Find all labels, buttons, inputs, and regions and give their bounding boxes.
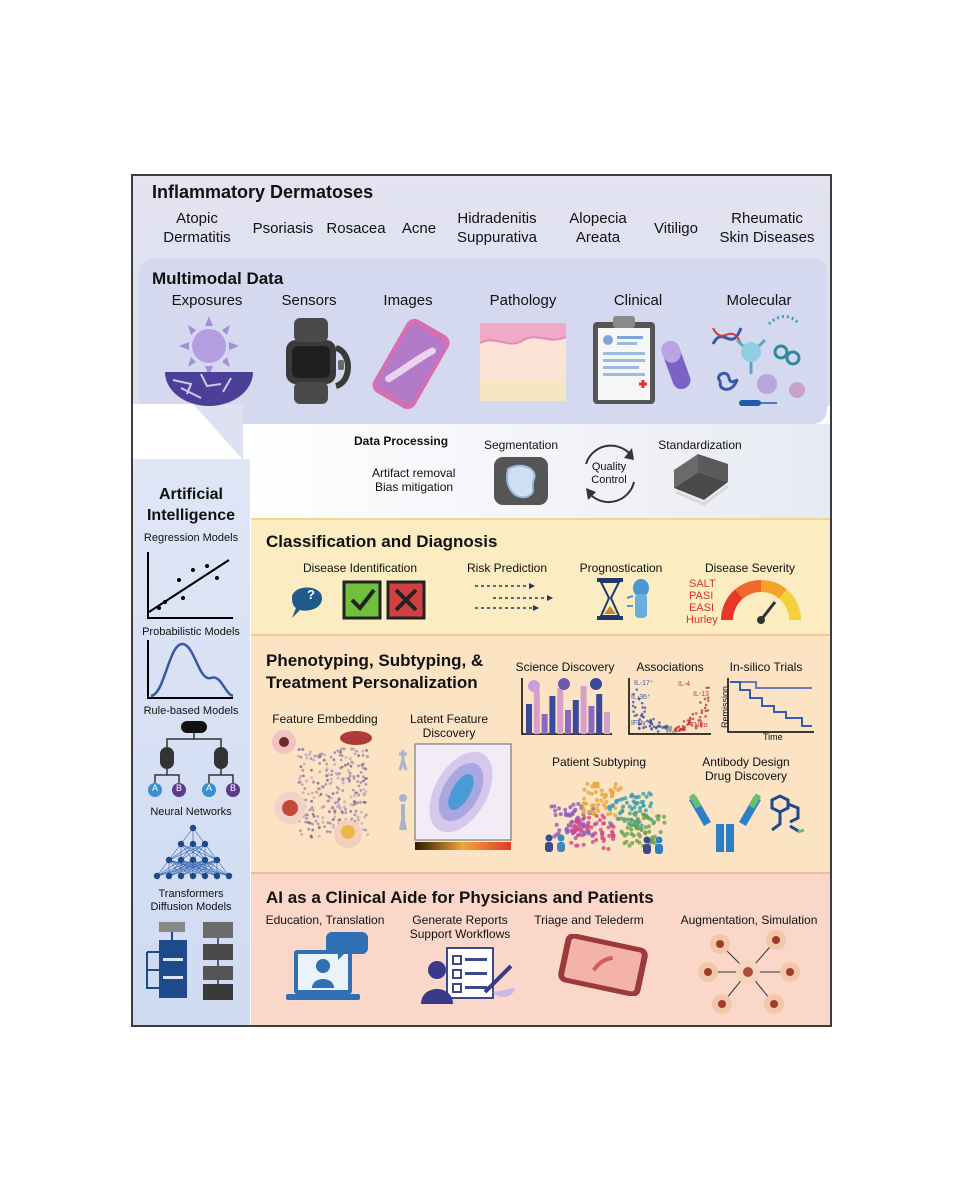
remission-axis-label: Remission [720,685,731,729]
clipboard-icon [593,316,691,404]
severity-gauge-icon [721,579,801,624]
antibody-icon [688,793,805,852]
disease-vitiligo: Vitiligo [654,220,698,237]
neural-networks-label: Neural Networks [150,806,232,818]
funnel-shape [133,404,243,460]
prognostication-label: Prognostication [579,561,663,575]
decision-tree-icon [148,721,240,797]
disease-identification-icon [292,580,426,620]
book-icon [674,454,729,506]
patient-subtyping-scatter-icon [545,781,667,854]
disease-identification-label: Disease Identification [302,561,418,575]
volcano-label-tnfa: TNFα [690,722,708,729]
neural-network-icon [153,824,233,880]
tree-node-b-2: B [230,783,237,793]
phenotyping-title: Phenotyping, Subtyping, &Treatment Perso… [266,651,484,692]
feature-embedding-icon [272,730,372,848]
multimodal-pathology-label: Pathology [489,292,557,309]
severity-salt: SALT [689,578,716,590]
volcano-label-ifng: IFNγ [631,720,646,727]
multimodal-exposures-label: Exposures [171,292,243,309]
latent-density-icon [398,743,512,850]
multimodal-title: Multimodal Data [152,269,284,288]
multimodal-images-label: Images [383,292,433,309]
regression-plot-icon [147,552,233,619]
kaplan-meier-icon [727,678,814,733]
pathology-skin-icon [479,323,567,401]
multimodal-molecular-label: Molecular [726,292,792,309]
standardization-label: Standardization [658,438,742,452]
science-bar-chart-icon [521,678,612,735]
quality-control-cycle-icon [585,444,635,503]
processing-title: Data Processing [354,434,449,448]
disease-psoriasis: Psoriasis [252,220,314,237]
augmentation-wheel-icon [698,930,800,1014]
regression-models-label: Regression Models [143,532,239,544]
multimodal-clinical-label: Clinical [613,292,663,309]
patient-subtyping-label: Patient Subtyping [551,755,647,769]
aide-title: AI as a Clinical Aide for Physicians and… [266,888,654,907]
triage-telederm-label: Triage and Telederm [534,913,644,927]
probabilistic-models-label: Probabilistic Models [142,626,240,638]
distribution-curve-icon [147,640,234,699]
volcano-label-il13: IL-13 [693,691,709,698]
rule-based-models-label: Rule-based Models [143,705,239,717]
question-mark: ? [307,587,315,602]
volcano-plot-icon [628,678,711,735]
multimodal-sensors-label: Sensors [281,292,337,309]
hourglass-joint-icon [597,578,649,620]
bias-mitigation-label: Bias mitigation [375,480,454,494]
tree-node-a-2: A [206,783,213,793]
disease-acne: Acne [401,220,437,237]
smartwatch-icon [286,318,351,404]
education-translation-label: Education, Translation [265,913,385,927]
laptop-doctor-icon [286,932,368,1000]
transformer-diffusion-icon [146,922,233,1000]
tree-node-a-1: A [152,783,159,793]
volcano-label-il4: IL-4 [678,681,691,688]
insilico-trials-label: In-silico Trials [729,660,803,674]
science-discovery-label: Science Discovery [515,660,615,674]
augmentation-simulation-label: Augmentation, Simulation [680,913,818,927]
segmentation-icon [494,457,548,505]
volcano-label-il36: IL-36⁺ [631,694,651,701]
segmentation-label: Segmentation [483,438,559,452]
disease-rosacea: Rosacea [326,220,386,237]
severity-pasi: PASI [689,590,714,602]
feature-embedding-label: Feature Embedding [272,712,378,726]
tablet-skin-icon [558,934,648,996]
associations-label: Associations [636,660,704,674]
molecules-icon [711,315,805,406]
severity-hurley: Hurley [686,614,718,626]
phone-image-icon [372,318,450,410]
sun-earth-icon [165,316,253,406]
severity-easi: EASI [689,602,715,614]
time-axis-label: Time [763,732,783,742]
risk-arrows-icon [475,583,553,611]
inflammatory-title: Inflammatory Dermatoses [152,182,374,202]
disease-severity-label: Disease Severity [704,561,796,575]
risk-prediction-label: Risk Prediction [466,561,548,575]
artifact-removal-label: Artifact removal [372,466,456,480]
classification-title: Classification and Diagnosis [266,532,498,551]
diffusion-models-label: Diffusion Models [150,901,232,913]
volcano-label-il17: IL-17⁺ [634,680,654,687]
report-user-icon [421,947,515,1004]
tree-node-b-1: B [176,783,183,793]
transformers-label: Transformers [158,888,224,900]
